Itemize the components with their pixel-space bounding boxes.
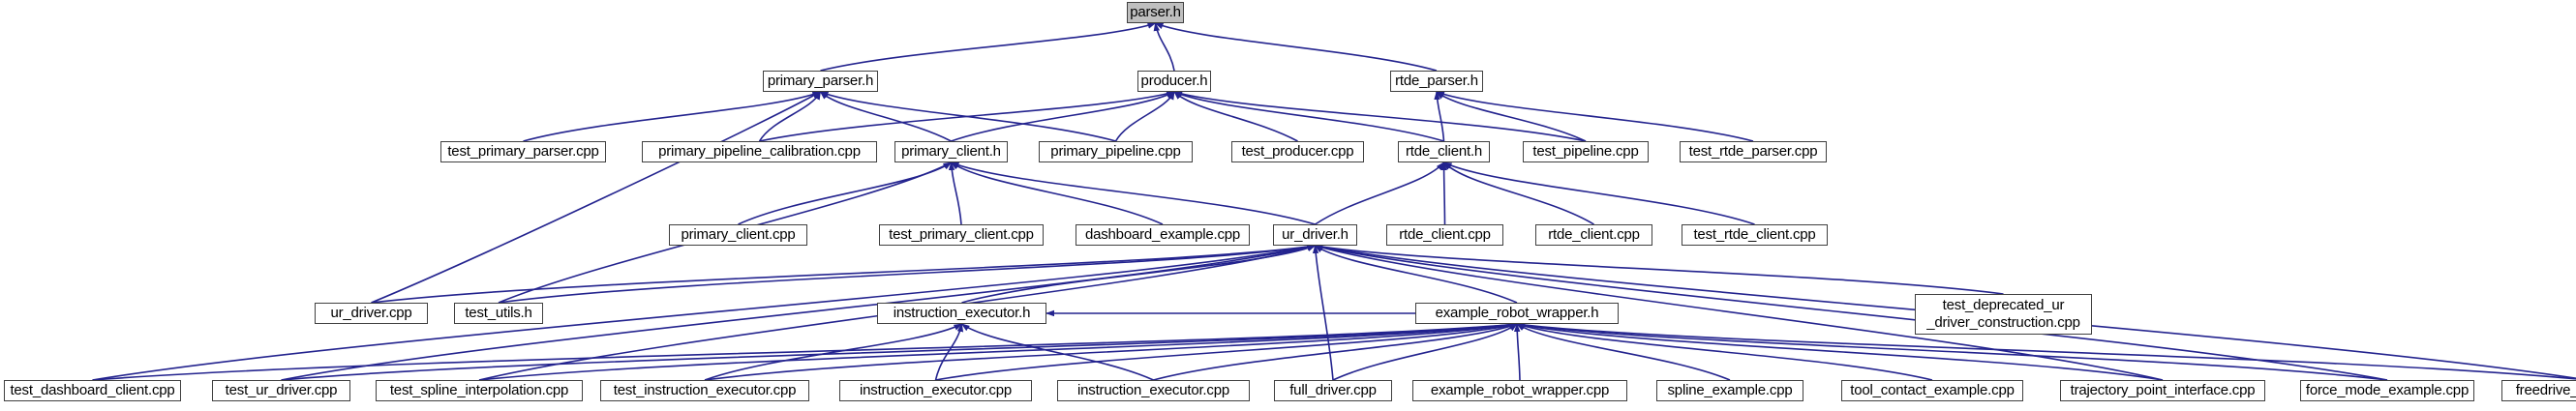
edge-test_primary_client_cpp-to-primary_client_h (948, 161, 962, 225)
edge-test_pipeline_cpp-to-rtde_parser (1436, 91, 1587, 142)
edge-full_driver_cpp-to-example_robot_wrapper_h (1332, 323, 1518, 381)
graph-node-tool_contact_example_cpp[interactable]: tool_contact_example.cpp (1841, 380, 2023, 401)
graph-node-rtde_parser[interactable]: rtde_parser.h (1390, 71, 1483, 92)
edge-test_instruction_executor_cpp-to-instruction_executor_h (704, 323, 963, 381)
edge-primary_pipeline_cpp-to-primary_parser (819, 91, 1116, 142)
edge-ur_driver_cpp-to-ur_driver_h (371, 243, 1317, 304)
edge-ur_driver_h-to-primary_client_h (950, 161, 1316, 225)
edge-instruction_executor_cpp_1-to-instruction_executor_h (934, 323, 964, 381)
graph-node-example_robot_wrapper_cpp[interactable]: example_robot_wrapper.cpp (1412, 380, 1627, 401)
graph-node-freedrive_example_cpp[interactable]: freedrive_example.cpp (2501, 380, 2576, 401)
edge-instruction_executor_cpp_2-to-instruction_executor_h (960, 323, 1154, 381)
graph-node-test_instruction_executor_cpp[interactable]: test_instruction_executor.cpp (600, 380, 809, 401)
edge-test_primary_parser_cpp-to-primary_parser (523, 91, 822, 142)
edge-test_dashboard_client_cpp-to-ur_driver_h (92, 244, 1317, 381)
edge-instruction_executor_cpp_1-to-example_robot_wrapper_h (935, 322, 1518, 381)
edge-tool_contact_example_cpp-to-example_robot_wrapper_h (1516, 323, 1933, 381)
graph-node-test_producer_cpp[interactable]: test_producer.cpp (1231, 141, 1364, 162)
graph-node-primary_client_cpp[interactable]: primary_client.cpp (669, 224, 807, 246)
graph-node-dashboard_example_cpp[interactable]: dashboard_example.cpp (1076, 224, 1250, 246)
edge-test_deprecated_ur_driver_construction_cpp-to-ur_driver_h (1314, 244, 2004, 295)
edge-rtde_client_cpp_2-to-rtde_client_h (1442, 161, 1594, 225)
graph-node-rtde_client_cpp_1[interactable]: rtde_client.cpp (1386, 224, 1503, 246)
edge-dashboard_example_cpp-to-primary_client_h (950, 161, 1164, 225)
graph-node-spline_example_cpp[interactable]: spline_example.cpp (1656, 380, 1803, 401)
graph-node-test_spline_interpolation_cpp[interactable]: test_spline_interpolation.cpp (376, 380, 583, 401)
edge-rtde_client_h-to-producer (1173, 91, 1444, 142)
edge-test_spline_interpolation_cpp-to-example_robot_wrapper_h (478, 321, 1518, 381)
edge-ur_driver_h-to-rtde_client_h (1315, 161, 1445, 225)
edge-test_ur_driver_cpp-to-example_robot_wrapper_h (281, 321, 1518, 381)
edge-instruction_executor_h-to-ur_driver_h (961, 245, 1317, 304)
graph-node-test_deprecated_ur_driver_construction_cpp[interactable]: test_deprecated_ur _driver_construction.… (1915, 294, 2092, 335)
edge-test_rtde_parser_cpp-to-rtde_parser (1436, 91, 1754, 142)
graph-node-trajectory_point_interface_cpp[interactable]: trajectory_point_interface.cpp (2060, 380, 2265, 401)
graph-node-primary_client_h[interactable]: primary_client.h (894, 141, 1008, 162)
graph-node-instruction_executor_h[interactable]: instruction_executor.h (877, 303, 1046, 324)
edge-test_dashboard_client_cpp-to-example_robot_wrapper_h (92, 321, 1518, 381)
graph-node-force_mode_example_cpp[interactable]: force_mode_example.cpp (2300, 380, 2474, 401)
edge-spline_example_cpp-to-example_robot_wrapper_h (1516, 323, 1731, 381)
graph-node-test_primary_client_cpp[interactable]: test_primary_client.cpp (879, 224, 1044, 246)
edge-producer-to-parser (1153, 22, 1175, 72)
edge-rtde_parser-to-parser (1154, 22, 1438, 72)
edge-primary_pipeline_calibration_cpp-to-producer (759, 91, 1175, 142)
edge-instruction_executor_cpp_2-to-example_robot_wrapper_h (1153, 323, 1518, 381)
edge-paths (92, 22, 2576, 381)
edge-test_instruction_executor_cpp-to-example_robot_wrapper_h (704, 322, 1518, 381)
graph-node-instruction_executor_cpp_2[interactable]: instruction_executor.cpp (1057, 380, 1250, 401)
graph-node-ur_driver_cpp[interactable]: ur_driver.cpp (315, 303, 428, 324)
edge-test_pipeline_cpp-to-producer (1173, 91, 1587, 142)
edge-primary_client_h-to-producer (951, 91, 1175, 142)
graph-node-full_driver_cpp[interactable]: full_driver.cpp (1274, 380, 1392, 401)
edge-test_utils_h-to-ur_driver_h (498, 244, 1317, 304)
graph-node-primary_pipeline_calibration_cpp[interactable]: primary_pipeline_calibration.cpp (642, 141, 877, 162)
graph-node-test_dashboard_client_cpp[interactable]: test_dashboard_client.cpp (4, 380, 181, 401)
graph-node-test_rtde_parser_cpp[interactable]: test_rtde_parser.cpp (1680, 141, 1827, 162)
edge-primary_client_cpp-to-primary_client_h (738, 161, 953, 225)
graph-node-test_primary_parser_cpp[interactable]: test_primary_parser.cpp (440, 141, 606, 162)
graph-node-test_pipeline_cpp[interactable]: test_pipeline.cpp (1523, 141, 1649, 162)
edge-test_producer_cpp-to-producer (1173, 91, 1298, 142)
edge-example_robot_wrapper_h-to-ur_driver_h (1314, 245, 1518, 304)
graph-node-test_utils_h[interactable]: test_utils.h (454, 303, 543, 324)
graph-node-ur_driver_h[interactable]: ur_driver.h (1273, 224, 1357, 246)
graph-node-rtde_client_h[interactable]: rtde_client.h (1398, 141, 1490, 162)
edge-ur_driver_cpp-to-primary_parser (371, 91, 822, 304)
edge-primary_pipeline_cpp-to-producer (1114, 91, 1175, 142)
edge-example_robot_wrapper_cpp-to-example_robot_wrapper_h (1513, 323, 1521, 381)
edge-primary_parser-to-parser (820, 22, 1157, 72)
edge-test_ur_driver_cpp-to-ur_driver_h (281, 244, 1317, 381)
graph-node-rtde_client_cpp_2[interactable]: rtde_client.cpp (1535, 224, 1652, 246)
graph-node-primary_pipeline_cpp[interactable]: primary_pipeline.cpp (1039, 141, 1193, 162)
edge-primary_client_h-to-primary_parser (819, 91, 952, 142)
graph-node-test_ur_driver_cpp[interactable]: test_ur_driver.cpp (212, 380, 350, 401)
edge-test_rtde_client_cpp-to-rtde_client_h (1442, 161, 1755, 225)
graph-node-primary_parser[interactable]: primary_parser.h (763, 71, 878, 92)
graph-node-producer[interactable]: producer.h (1137, 71, 1211, 92)
graph-node-parser[interactable]: parser.h (1127, 2, 1184, 23)
edge-rtde_client_cpp_1-to-rtde_client_h (1440, 161, 1447, 225)
graph-node-example_robot_wrapper_h[interactable]: example_robot_wrapper.h (1415, 303, 1619, 324)
edge-rtde_client_h-to-rtde_parser (1434, 91, 1445, 142)
graph-node-instruction_executor_cpp_1[interactable]: instruction_executor.cpp (839, 380, 1032, 401)
graph-node-test_rtde_client_cpp[interactable]: test_rtde_client.cpp (1682, 224, 1828, 246)
edge-full_driver_cpp-to-ur_driver_h (1312, 245, 1334, 381)
edge-primary_pipeline_calibration_cpp-to-primary_parser (758, 91, 822, 142)
